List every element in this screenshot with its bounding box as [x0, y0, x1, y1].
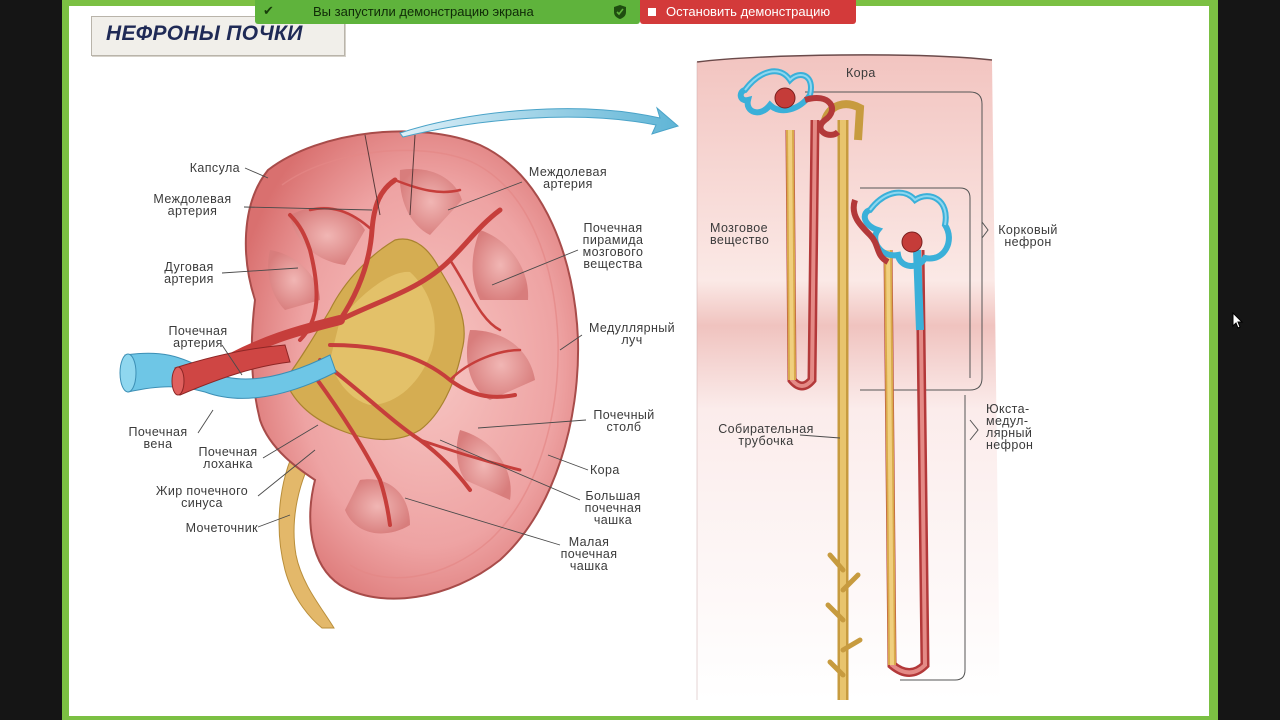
- label-nephron-cortex: Кора: [846, 67, 906, 79]
- stop-sharing-label: Остановить демонстрацию: [666, 4, 830, 19]
- label-ureter: Мочеточник: [150, 522, 258, 534]
- label-cortex: Кора: [590, 464, 640, 476]
- share-status-text: Вы запустили демонстрацию экрана: [313, 4, 534, 19]
- mouse-cursor-icon: [1232, 312, 1244, 330]
- arrow-icon: [400, 108, 678, 137]
- label-capsule: Капсула: [150, 162, 240, 174]
- pin-icon[interactable]: ✔: [263, 3, 274, 19]
- screen-share-bar[interactable]: ✔ Вы запустили демонстрацию экрана: [255, 0, 640, 24]
- stop-sharing-button[interactable]: Остановить демонстрацию: [640, 0, 856, 24]
- slide-title: НЕФРОНЫ ПОЧКИ: [106, 22, 303, 46]
- shield-check-icon: [613, 4, 627, 20]
- nephron-section: [697, 55, 1000, 700]
- stop-icon: [648, 8, 656, 16]
